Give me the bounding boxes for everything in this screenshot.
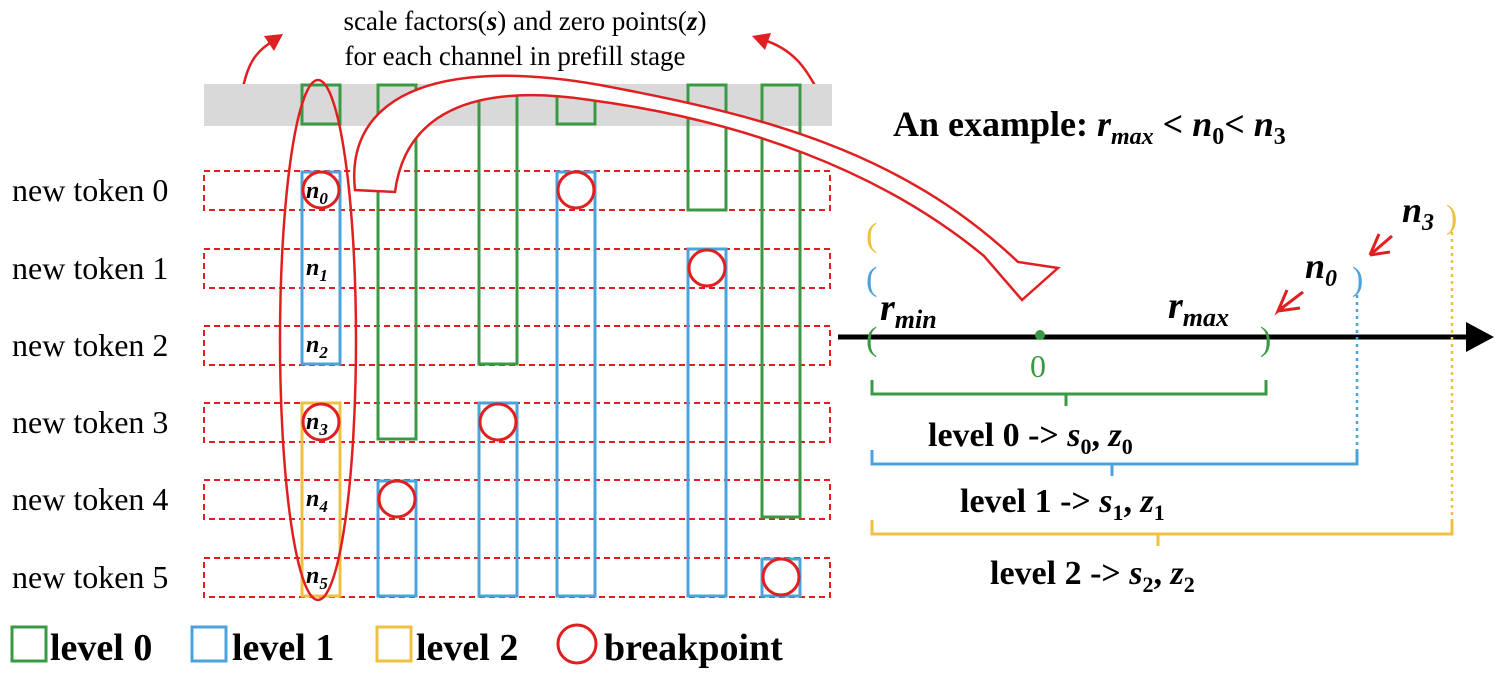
- level0-bar-ch2: [477, 83, 519, 366]
- level2-brace: [870, 520, 1454, 546]
- row-label-5: new token 5: [12, 559, 168, 595]
- breakpoint-circle: [761, 557, 801, 597]
- rmin-label: rmin: [880, 287, 937, 334]
- paren-open-level1: (: [866, 261, 877, 298]
- legend-label-level0: level 0: [50, 627, 152, 669]
- cell-n4: n4: [306, 486, 328, 516]
- level1-bar-ch1: [376, 479, 418, 598]
- paren-open-level2: (: [866, 217, 877, 254]
- level1-bar-ch3: [555, 170, 597, 598]
- level1-text: level 1 -> s1, z1: [960, 483, 1165, 525]
- cell-n1: n1: [306, 255, 328, 285]
- level1-brace: [870, 450, 1359, 476]
- n0-pointer: [1368, 233, 1393, 257]
- legend-breakpoint-icon: [556, 623, 598, 665]
- level0-bar-ch4: [686, 83, 728, 212]
- example-heading: An example: rmax < n0< n3: [893, 104, 1286, 150]
- paren-open-level0: (: [866, 321, 877, 358]
- level1-bar-ch4: [686, 247, 728, 598]
- paren-close-level0: ): [1260, 321, 1271, 358]
- level0-text: level 0 -> s0, z0: [928, 417, 1133, 459]
- breakpoint-circle: [301, 402, 341, 442]
- caption-arrow-right-head: [752, 33, 771, 50]
- level0-bar-ch1: [376, 83, 418, 441]
- cell-n0: n0: [306, 178, 328, 208]
- example-arrow: [352, 74, 1061, 302]
- legend-label-breakpoint: breakpoint: [604, 627, 783, 669]
- paren-close-level1: ): [1352, 261, 1363, 298]
- breakpoint-circle: [301, 170, 341, 210]
- caption-line-1: scale factors(s) and zero points(z): [344, 6, 707, 36]
- number-axis-arrowhead: [1466, 322, 1494, 352]
- breakpoints: [301, 170, 801, 597]
- breakpoint-circle: [687, 248, 727, 288]
- level2-text: level 2 -> s2, z2: [990, 555, 1195, 597]
- cell-n5: n5: [306, 563, 328, 593]
- row-label-1: new token 1: [12, 250, 168, 286]
- rmax-pointer: [1274, 289, 1304, 316]
- channel0-labels: n0 n1 n2 n3 n4 n5: [306, 178, 328, 593]
- level0-brace: [870, 380, 1268, 406]
- n3-axis-label: n3: [1402, 190, 1434, 236]
- breakpoint-circle: [478, 402, 518, 442]
- cell-n2: n2: [306, 332, 328, 362]
- legend-swatch-level1: [190, 625, 228, 663]
- legend-label-level2: level 2: [416, 627, 518, 669]
- caption-arrow-left-head: [264, 34, 283, 51]
- zero-label: 0: [1030, 348, 1046, 384]
- row-label-4: new token 4: [12, 481, 168, 517]
- legend: level 0 level 1 level 2 breakpoint: [10, 623, 783, 669]
- caption-line-2: for each channel in prefill stage: [344, 41, 685, 71]
- breakpoint-circle: [556, 170, 596, 210]
- channel-highlight-ellipse: [278, 78, 358, 602]
- breakpoint-circle: [377, 479, 417, 519]
- legend-swatch-level0: [10, 625, 48, 663]
- zero-point: [1035, 330, 1045, 340]
- legend-label-level1: level 1: [232, 627, 334, 669]
- row-label-3: new token 3: [12, 404, 168, 440]
- paren-close-level2: ): [1446, 199, 1457, 236]
- n0-axis-label: n0: [1305, 246, 1337, 292]
- row-label-2: new token 2: [12, 327, 168, 363]
- legend-swatch-level2: [375, 625, 413, 663]
- level0-bar-ch5: [760, 83, 802, 519]
- row-labels: new token 0 new token 1 new token 2 new …: [12, 172, 168, 595]
- rmax-label: rmax: [1168, 285, 1229, 332]
- row-label-0: new token 0: [12, 172, 168, 208]
- cell-n3: n3: [306, 409, 328, 439]
